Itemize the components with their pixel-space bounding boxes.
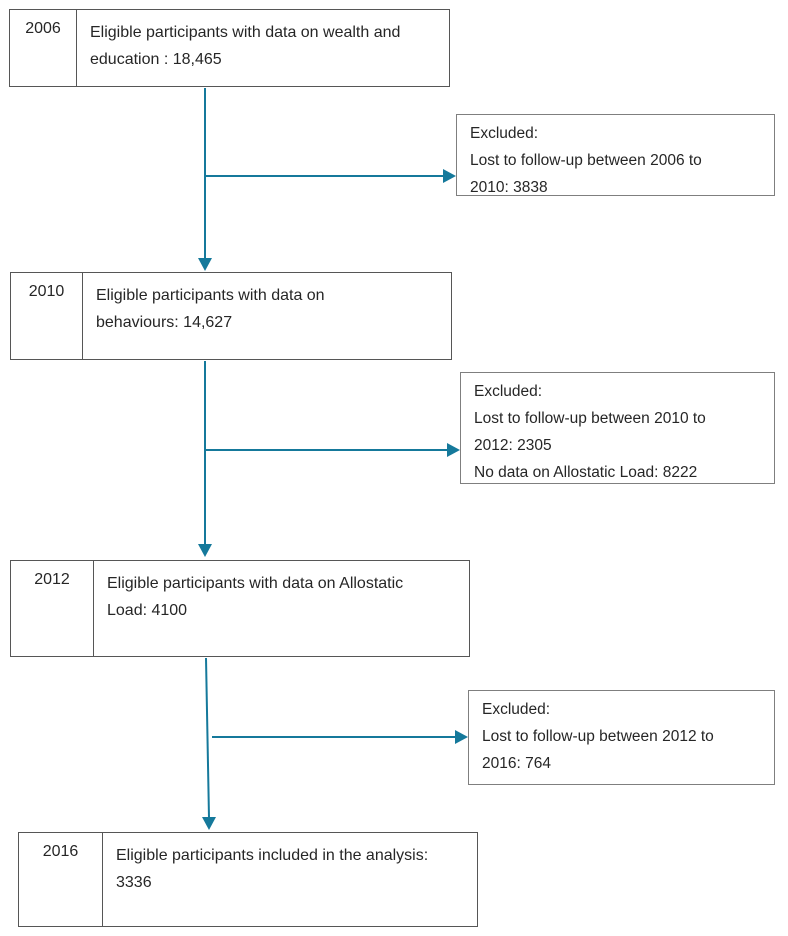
text-line: Eligible participants included in the an…	[116, 847, 429, 864]
arrow-2006-to-2010	[198, 88, 212, 271]
arrow-2010-to-2012	[198, 361, 212, 557]
text-line: 3336	[116, 874, 152, 891]
arrow-2012-to-2016	[202, 657, 216, 830]
stage-2012-text: Eligible participants with data on Allos…	[94, 561, 469, 656]
stage-box-2016: 2016 Eligible participants included in t…	[18, 832, 478, 927]
stage-2016-year: 2016	[19, 833, 103, 926]
text-line: 2012: 2305	[474, 437, 552, 454]
text-line: Excluded:	[470, 125, 539, 142]
text-line: behaviours: 14,627	[96, 314, 233, 331]
exclusion-box-1: Excluded: Lost to follow-up between 2006…	[456, 114, 775, 196]
arrow-to-exclusion-2	[205, 443, 460, 457]
exclusion-box-3: Excluded: Lost to follow-up between 2012…	[468, 690, 775, 785]
text-line: Eligible participants with data on Allos…	[107, 575, 404, 592]
text-line: Eligible participants with data on	[96, 287, 325, 304]
stage-2016-text: Eligible participants included in the an…	[103, 833, 477, 926]
stage-box-2012: 2012 Eligible participants with data on …	[10, 560, 470, 657]
text-line: Excluded:	[482, 701, 551, 718]
text-line: No data on Allostatic Load: 8222	[474, 464, 698, 481]
exclusion-box-2: Excluded: Lost to follow-up between 2010…	[460, 372, 775, 484]
text-line: Eligible participants with data on wealt…	[90, 24, 401, 41]
arrow-to-exclusion-3	[212, 730, 468, 744]
stage-2010-year: 2010	[11, 273, 83, 359]
text-line: Lost to follow-up between 2012 to	[482, 728, 714, 745]
text-line: 2010: 3838	[470, 179, 548, 196]
arrow-to-exclusion-1	[205, 169, 456, 183]
stage-box-2006: 2006 Eligible participants with data on …	[9, 9, 450, 87]
text-line: education : 18,465	[90, 51, 222, 68]
stage-2010-text: Eligible participants with data on behav…	[83, 273, 451, 359]
stage-2006-year: 2006	[10, 10, 77, 86]
text-line: Excluded:	[474, 383, 543, 400]
text-line: 2016: 764	[482, 755, 551, 772]
text-line: Load: 4100	[107, 602, 188, 619]
stage-box-2010: 2010 Eligible participants with data on …	[10, 272, 452, 360]
text-line: Lost to follow-up between 2010 to	[474, 410, 706, 427]
stage-2012-year: 2012	[11, 561, 94, 656]
text-line: Lost to follow-up between 2006 to	[470, 152, 702, 169]
stage-2006-text: Eligible participants with data on wealt…	[77, 10, 449, 86]
